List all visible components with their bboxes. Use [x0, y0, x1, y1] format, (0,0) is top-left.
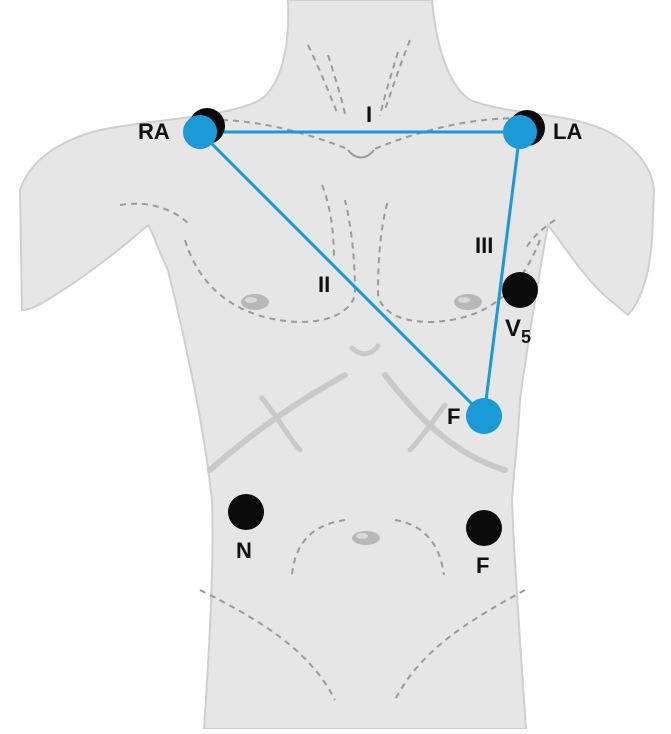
torso-silhouette: [20, 0, 654, 729]
lead-i-label: I: [366, 102, 372, 127]
ra-electrode-blue: [183, 115, 217, 149]
lead-iii-label: III: [475, 233, 493, 258]
v5-label-main: V: [505, 315, 521, 342]
nipple-left-highlight: [245, 297, 257, 303]
f-abdomen-electrode: [466, 510, 502, 546]
v5-electrode: [502, 272, 538, 308]
nipple-right-highlight: [458, 297, 470, 303]
f-abdomen-label: F: [476, 553, 489, 578]
n-electrode: [228, 494, 264, 530]
n-label: N: [236, 538, 252, 563]
la-label: LA: [553, 119, 582, 144]
la-electrode-blue: [503, 115, 537, 149]
f-chest-electrode: [466, 398, 502, 434]
lead-ii-label: II: [318, 272, 330, 297]
f-chest-label: F: [447, 404, 460, 429]
navel-highlight: [356, 533, 368, 539]
ra-label: RA: [138, 119, 170, 144]
v5-label-sub: 5: [521, 327, 531, 347]
